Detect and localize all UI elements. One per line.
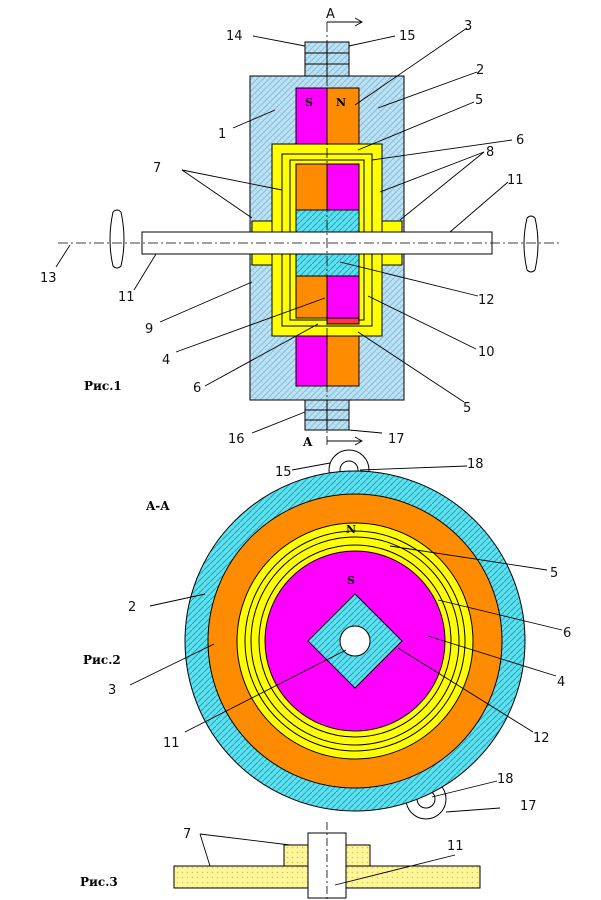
fig2-label-6: 6 [563, 626, 571, 641]
label-1: 1 [218, 127, 226, 142]
fig3-label-7: 7 [183, 827, 191, 842]
magnet-bottom-right [326, 335, 360, 387]
label-17: 17 [388, 432, 405, 447]
label-11-right: 11 [507, 173, 524, 188]
fig3-label-11: 11 [447, 839, 464, 854]
label-6-top: 6 [516, 133, 524, 148]
pole-s-fig2: S [347, 574, 355, 587]
rotation-arrow-right [523, 215, 539, 273]
label-13: 13 [40, 271, 57, 286]
inner-magenta-bottom [326, 275, 360, 319]
caption-fig1: Рис.1 [84, 379, 122, 393]
fig2-label-17: 17 [520, 799, 537, 814]
section-a-bottom: A [302, 435, 313, 449]
figure-3: 7 11 Рис.3 [80, 822, 481, 900]
label-16: 16 [228, 432, 245, 447]
label-5-bottom: 5 [463, 401, 471, 416]
figure-1: S N A 14 15 3 2 1 5 6 7 8 11 13 11 9 12 … [40, 7, 560, 449]
caption-fig3: Рис.3 [80, 875, 118, 889]
fig2-label-18-top: 18 [467, 457, 484, 472]
shaft-section [339, 625, 371, 657]
label-6-bottom: 6 [193, 381, 201, 396]
label-11-left: 11 [118, 290, 135, 305]
label-15: 15 [399, 29, 416, 44]
rotation-arrow-left [109, 209, 125, 269]
fig2-label-11: 11 [163, 736, 180, 751]
caption-fig2: Рис.2 [83, 653, 121, 667]
fig2-label-2: 2 [128, 600, 136, 615]
magnet-bottom-left [295, 335, 328, 387]
fig2-label-18-bottom: 18 [497, 772, 514, 787]
label-10: 10 [478, 345, 495, 360]
fig2-label-15: 15 [275, 465, 292, 480]
section-title: A-A [145, 499, 170, 513]
label-4: 4 [162, 353, 170, 368]
label-5-top: 5 [475, 93, 483, 108]
pole-s-fig1: S [305, 96, 313, 109]
bottom-terminal [304, 399, 350, 431]
pole-n-fig2: N [346, 523, 356, 536]
section-a-top: A [326, 7, 335, 22]
label-3: 3 [464, 19, 472, 34]
hub-right [345, 844, 371, 867]
fig2-label-12: 12 [533, 731, 550, 746]
inner-magenta-top [326, 163, 360, 211]
label-12: 12 [478, 293, 495, 308]
fig2-label-3: 3 [108, 683, 116, 698]
hub-left [283, 844, 309, 867]
inner-orange-bottom [295, 275, 328, 319]
pole-n-fig1: N [336, 96, 346, 109]
inner-orange-top [295, 163, 328, 211]
core-bottom [295, 253, 360, 277]
magnet-s-top [295, 87, 328, 145]
figure-2: N S A-A 15 18 5 2 6 4 3 11 12 18 17 Рис.… [83, 449, 571, 820]
label-2: 2 [476, 63, 484, 78]
label-7: 7 [153, 161, 161, 176]
fig2-label-5: 5 [550, 566, 558, 581]
core-top [295, 209, 360, 233]
label-14: 14 [226, 29, 243, 44]
label-9: 9 [145, 322, 153, 337]
fig2-label-4: 4 [557, 675, 565, 690]
label-8: 8 [486, 145, 494, 160]
